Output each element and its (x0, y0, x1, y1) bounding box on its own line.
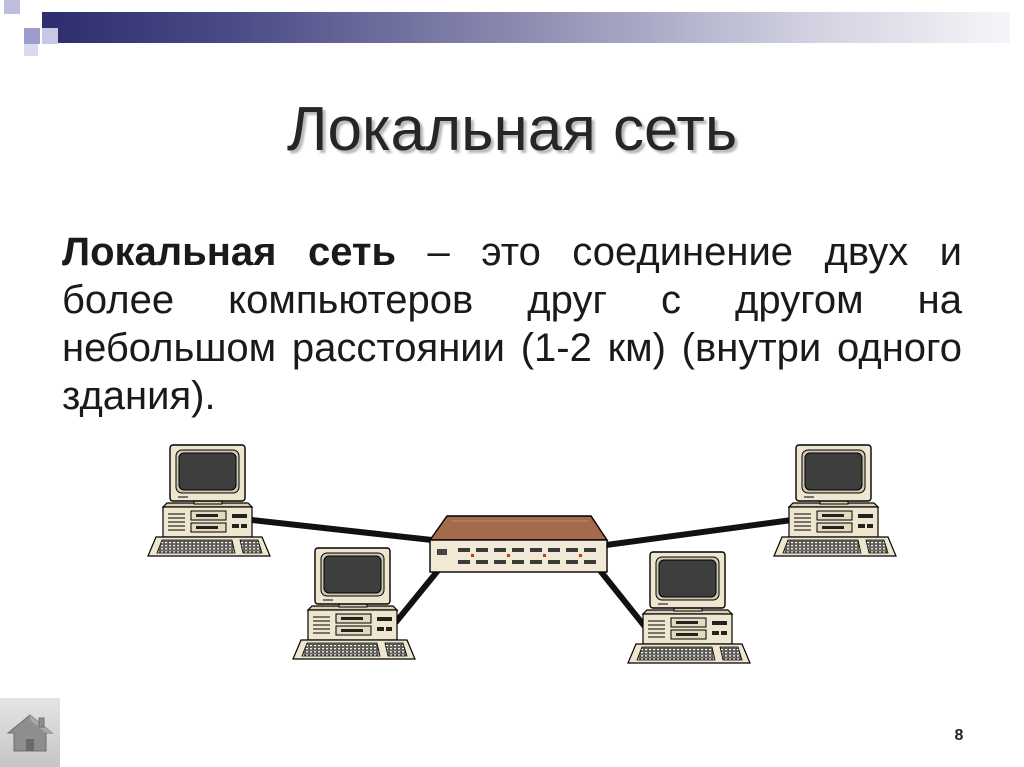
page-number: 8 (954, 727, 964, 744)
header-bar (58, 12, 1010, 43)
home-icon (6, 714, 54, 752)
network-hub-icon (428, 515, 609, 573)
computer-icon (147, 444, 271, 557)
computer-icon (627, 551, 751, 664)
network-cable (249, 517, 435, 543)
network-cable (595, 565, 649, 631)
header-square (24, 28, 40, 44)
header-square (24, 44, 38, 56)
header-square (42, 12, 58, 28)
network-cable (603, 517, 795, 548)
definition-line: Локальная сеть – это соединение двух и (62, 228, 962, 276)
definition-line: небольшом расстоянии (1-2 км) (внутри од… (62, 326, 962, 370)
slide-title: Локальная сеть (286, 95, 738, 164)
network-cable (393, 565, 443, 625)
network-diagram (147, 444, 897, 664)
header-square (4, 0, 20, 14)
definition-paragraph: Локальная сеть – это соединение двух и б… (62, 228, 962, 420)
definition-line: здания). (62, 374, 216, 418)
home-button[interactable] (0, 698, 60, 767)
computer-icon (292, 547, 416, 660)
definition-line: более компьютеров друг с другом на (62, 278, 962, 322)
computer-icon (773, 444, 897, 557)
definition-term: Локальная сеть (62, 230, 397, 274)
definition-text: – это соединение двух и (427, 230, 962, 274)
header-square (42, 28, 58, 44)
